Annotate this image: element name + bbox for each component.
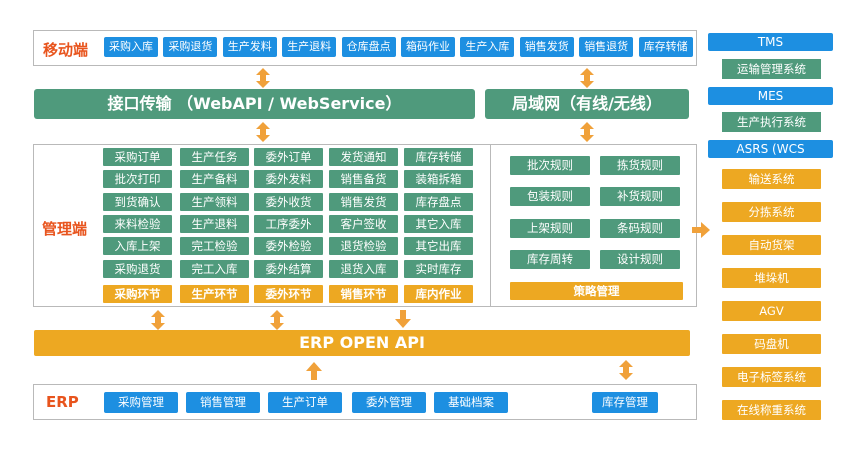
strategy-label: 策略管理 xyxy=(510,282,683,300)
management-item: 其它出库 xyxy=(404,237,473,256)
interface-bar: 接口传输 （WebAPI / WebService） xyxy=(34,89,475,119)
management-item: 生产退料 xyxy=(180,214,249,233)
tms-item: 运输管理系统 xyxy=(722,59,821,79)
asrs-item: 堆垛机 xyxy=(722,268,821,288)
mobile-button: 箱码作业 xyxy=(401,37,455,57)
management-item: 来料检验 xyxy=(103,214,172,233)
management-item: 生产任务 xyxy=(180,148,249,166)
management-item: 采购退货 xyxy=(103,259,172,278)
management-item: 完工入库 xyxy=(180,259,249,278)
management-item: 生产备料 xyxy=(180,170,249,189)
mobile-button: 销售发货 xyxy=(519,37,574,57)
asrs-title: ASRS (WCS xyxy=(708,140,833,158)
mobile-button: 生产发料 xyxy=(222,37,277,57)
management-section-label: 委外环节 xyxy=(254,285,323,303)
mobile-button: 仓库盘点 xyxy=(341,37,396,57)
management-item: 委外结算 xyxy=(254,259,323,278)
management-item: 工序委外 xyxy=(254,214,323,233)
asrs-item: 码盘机 xyxy=(722,334,821,354)
down-arrow-icon xyxy=(395,310,411,328)
management-item: 其它入库 xyxy=(404,214,473,233)
strategy-rule: 上架规则 xyxy=(510,218,590,238)
management-item: 生产领料 xyxy=(180,192,249,211)
management-section-label: 销售环节 xyxy=(329,285,398,303)
erp-label: ERP xyxy=(46,393,79,411)
asrs-item: 电子标签系统 xyxy=(722,367,821,387)
mobile-button: 库存转储 xyxy=(638,37,693,57)
management-item: 库存盘点 xyxy=(404,192,473,211)
mobile-button: 生产退料 xyxy=(282,37,337,57)
updown-arrow-icon xyxy=(256,122,270,142)
management-section-label: 库内作业 xyxy=(404,285,473,303)
strategy-rule: 包装规则 xyxy=(510,187,590,207)
updown-arrow-icon xyxy=(270,310,284,330)
asrs-item: 自动货架 xyxy=(722,235,821,255)
management-section-label: 生产环节 xyxy=(180,285,249,303)
management-item: 客户签收 xyxy=(329,214,398,233)
management-item: 入库上架 xyxy=(103,237,172,256)
mobile-button: 采购入库 xyxy=(104,37,158,57)
asrs-item: 分拣系统 xyxy=(722,202,821,222)
tms-title: TMS xyxy=(708,33,833,51)
erp-open-api-bar: ERP OPEN API xyxy=(34,330,690,356)
strategy-rule: 条码规则 xyxy=(600,218,680,238)
erp-button: 库存管理 xyxy=(592,392,658,413)
management-item: 销售备货 xyxy=(329,170,398,189)
management-item: 退货入库 xyxy=(329,259,398,278)
strategy-rule: 拣货规则 xyxy=(600,156,680,175)
updown-arrow-icon xyxy=(151,310,165,330)
management-item: 批次打印 xyxy=(103,170,172,189)
management-item: 采购订单 xyxy=(103,148,172,166)
management-item: 退货检验 xyxy=(329,237,398,256)
lan-bar: 局域网（有线/无线） xyxy=(485,89,689,119)
erp-button: 生产订单 xyxy=(268,392,342,413)
mes-item: 生产执行系统 xyxy=(722,112,821,132)
updown-arrow-icon xyxy=(580,122,594,142)
management-item: 销售发货 xyxy=(329,192,398,211)
mobile-label: 移动端 xyxy=(43,41,89,59)
asrs-item: AGV xyxy=(722,301,821,321)
management-item: 库存转储 xyxy=(404,148,473,166)
mobile-button: 采购退货 xyxy=(163,37,218,57)
erp-button: 基础档案 xyxy=(434,392,508,413)
erp-button: 销售管理 xyxy=(186,392,260,413)
erp-button: 采购管理 xyxy=(104,392,178,413)
management-item: 委外订单 xyxy=(254,148,323,166)
right-arrow-icon xyxy=(692,222,710,238)
management-item: 委外收货 xyxy=(254,192,323,211)
mobile-button: 生产入库 xyxy=(460,37,515,57)
asrs-item: 在线称重系统 xyxy=(722,400,821,420)
strategy-rule: 补货规则 xyxy=(600,187,680,207)
updown-arrow-icon xyxy=(580,68,594,88)
strategy-rule: 批次规则 xyxy=(510,156,590,175)
divider xyxy=(490,144,491,307)
management-item: 装箱拆箱 xyxy=(404,170,473,189)
mobile-button: 销售退货 xyxy=(579,37,634,57)
management-item: 委外发料 xyxy=(254,170,323,189)
management-section-label: 采购环节 xyxy=(103,285,172,303)
management-item: 实时库存 xyxy=(404,259,473,278)
mes-title: MES xyxy=(708,87,833,105)
management-item: 到货确认 xyxy=(103,192,172,211)
asrs-item: 输送系统 xyxy=(722,169,821,189)
management-item: 发货通知 xyxy=(329,148,398,166)
management-label: 管理端 xyxy=(42,220,88,238)
strategy-rule: 设计规则 xyxy=(600,249,680,269)
updown-arrow-icon xyxy=(256,68,270,88)
management-item: 委外检验 xyxy=(254,237,323,256)
erp-button: 委外管理 xyxy=(352,392,426,413)
up-arrow-icon xyxy=(306,362,322,380)
strategy-rule: 库存周转 xyxy=(510,249,590,269)
management-item: 完工检验 xyxy=(180,237,249,256)
updown-arrow-icon xyxy=(619,360,633,380)
